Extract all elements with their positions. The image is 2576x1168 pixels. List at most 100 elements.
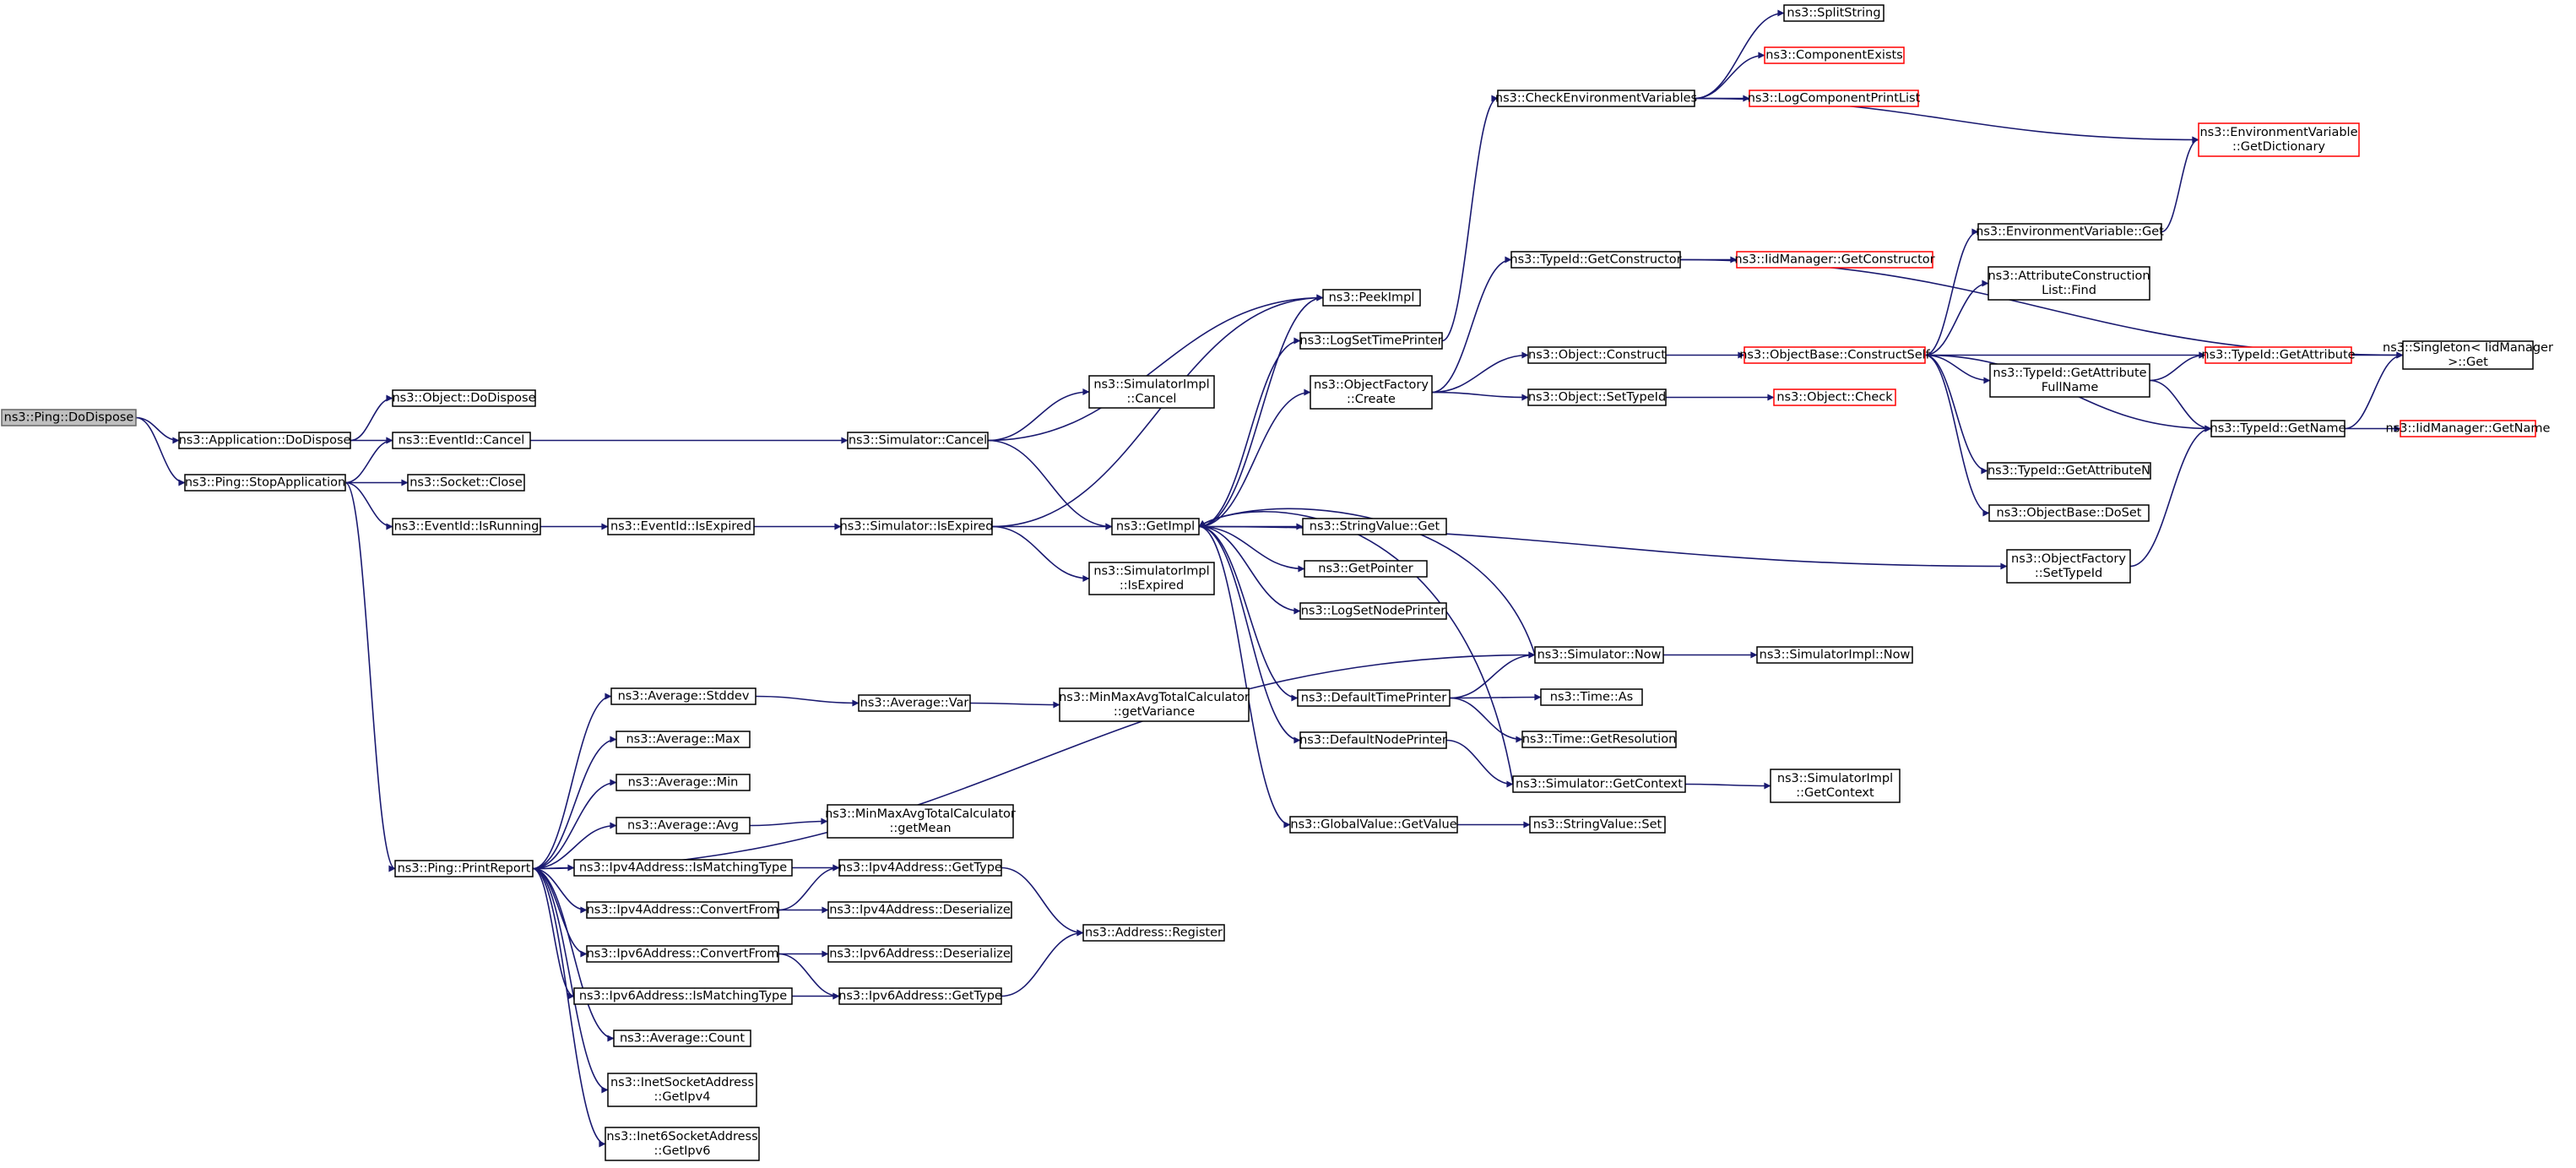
node-label: ns3::LogSetTimePrinter	[1299, 334, 1442, 348]
node-ipv6-deserialize[interactable]: ns3::Ipv6Address::Deserialize	[827, 945, 1012, 963]
node-addr-register[interactable]: ns3::Address::Register	[1082, 924, 1225, 942]
edge	[1198, 337, 1301, 528]
node-box	[607, 1073, 757, 1107]
edge	[532, 867, 588, 914]
node-typeid-getctor[interactable]: ns3::TypeId::GetConstructor	[1510, 251, 1682, 269]
node-minmax-getmean[interactable]: ns3::MinMaxAvgTotalCalculator::getMean	[825, 804, 1016, 839]
node-evt-isexpired[interactable]: ns3::EventId::IsExpired	[607, 518, 755, 535]
node-logcomplist[interactable]: ns3::LogComponentPrintList	[1748, 90, 1921, 107]
node-getimpl[interactable]: ns3::GetImpl	[1111, 518, 1200, 535]
node-ipv4-convertfrom[interactable]: ns3::Ipv4Address::ConvertFrom	[586, 901, 779, 919]
node-obj-dodispose[interactable]: ns3::Object::DoDispose	[392, 389, 536, 407]
node-box	[1756, 646, 1913, 664]
node-compexists[interactable]: ns3::ComponentExists	[1764, 46, 1905, 64]
node-minmax-getvar[interactable]: ns3::MinMaxAvgTotalCalculator::getVarian…	[1059, 687, 1250, 722]
edge-checkenv-to-compexists	[1694, 52, 1765, 100]
node-avg-count[interactable]: ns3::Average::Count	[613, 1029, 751, 1047]
edge-getimpl-to-logsettime	[1198, 337, 1301, 528]
node-typeid-getattr[interactable]: ns3::TypeId::GetAttribute	[2201, 346, 2356, 364]
node-box	[1082, 924, 1225, 942]
node-root[interactable]: ns3::Ping::DoDispose	[1, 409, 137, 426]
node-ipv4-gettype[interactable]: ns3::Ipv4Address::GetType	[838, 859, 1002, 877]
node-objfactory-create[interactable]: ns3::ObjectFactory::Create	[1310, 375, 1433, 410]
node-splitstring[interactable]: ns3::SplitString	[1783, 4, 1885, 22]
node-objfactory-settypeid[interactable]: ns3::ObjectFactory::SetTypeId	[2006, 549, 2131, 584]
node-label: ns3::SimulatorImpl	[1093, 565, 1209, 579]
edge	[1449, 651, 1536, 699]
node-defaulttime[interactable]: ns3::DefaultTimePrinter	[1297, 689, 1451, 707]
node-objbase-constructself[interactable]: ns3::ObjectBase::ConstructSelf	[1739, 346, 1931, 364]
node-time-as[interactable]: ns3::Time::As	[1540, 688, 1643, 706]
node-logsetnode[interactable]: ns3::LogSetNodePrinter	[1299, 602, 1447, 620]
node-ipv4-ismatching[interactable]: ns3::Ipv4Address::IsMatchingType	[573, 859, 793, 877]
node-label: ns3::Ipv6Address::Deserialize	[829, 948, 1011, 961]
node-typeid-getattrn[interactable]: ns3::TypeId::GetAttributeN	[1987, 462, 2151, 480]
edge	[2149, 379, 2212, 432]
edge-sim-isexpired-to-simimpl-isexpired	[991, 525, 1090, 582]
node-checkenv[interactable]: ns3::CheckEnvironmentVariables	[1495, 90, 1697, 107]
node-simimpl-now[interactable]: ns3::SimulatorImpl::Now	[1756, 646, 1913, 664]
node-avg-avg[interactable]: ns3::Average::Avg	[616, 817, 751, 834]
node-peekimpl[interactable]: ns3::PeekImpl	[1322, 289, 1421, 307]
node-box	[1736, 251, 1933, 269]
edge-sim-getcontext-to-simimpl-getcontext	[1684, 782, 1771, 790]
node-envvar-getdict[interactable]: ns3::EnvironmentVariable::GetDictionary	[2198, 122, 2360, 157]
node-time-getres[interactable]: ns3::Time::GetResolution	[1521, 731, 1677, 748]
node-obj-construct[interactable]: ns3::Object::Construct	[1527, 346, 1667, 364]
node-app-dodispose[interactable]: ns3::Application::DoDispose	[178, 432, 351, 449]
node-stringvalue-set[interactable]: ns3::StringValue::Set	[1529, 816, 1666, 834]
node-avg-max[interactable]: ns3::Average::Max	[616, 731, 751, 748]
nodes-layer: ns3::Ping::DoDisposens3::Application::Do…	[1, 4, 2553, 1161]
node-avg-stddev[interactable]: ns3::Average::Stddev	[610, 687, 757, 705]
node-sim-cancel[interactable]: ns3::Simulator::Cancel	[847, 432, 989, 449]
node-logsettime[interactable]: ns3::LogSetTimePrinter	[1299, 332, 1443, 350]
node-sim-getcontext[interactable]: ns3::Simulator::GetContext	[1512, 775, 1686, 793]
node-evt-isrunning[interactable]: ns3::EventId::IsRunning	[392, 518, 541, 535]
node-ipv6-ismatching[interactable]: ns3::Ipv6Address::IsMatchingType	[573, 987, 793, 1005]
node-envvar-get[interactable]: ns3::EnvironmentVariable::Get	[1976, 223, 2164, 241]
edge-printreport-to-inet6sock-getipv6	[532, 867, 606, 1148]
node-getpointer[interactable]: ns3::GetPointer	[1304, 560, 1428, 578]
node-label: ::getVariance	[1114, 705, 1195, 719]
node-inetsock-getipv4[interactable]: ns3::InetSocketAddress::GetIpv4	[607, 1073, 757, 1107]
node-stopapp[interactable]: ns3::Ping::StopApplication	[184, 474, 346, 492]
node-ipv4-deserialize[interactable]: ns3::Ipv4Address::Deserialize	[827, 901, 1012, 919]
edge-getimpl-to-objfactory-create	[1198, 388, 1311, 528]
edge-objbase-constructself-to-attrconstr-find	[1924, 280, 1989, 356]
node-obj-check[interactable]: ns3::Object::Check	[1773, 388, 1896, 406]
node-label: ns3::Ipv4Address::ConvertFrom	[587, 904, 779, 917]
node-iidmgr-getctor[interactable]: ns3::IidManager::GetConstructor	[1734, 251, 1935, 269]
node-label: ::Create	[1347, 393, 1396, 406]
node-typeid-getname[interactable]: ns3::TypeId::GetName	[2210, 420, 2346, 437]
node-box	[394, 860, 534, 877]
node-evt-cancel[interactable]: ns3::EventId::Cancel	[392, 432, 531, 449]
node-label: ns3::TypeId::GetAttribute	[2201, 349, 2355, 362]
node-ipv6-convertfrom[interactable]: ns3::Ipv6Address::ConvertFrom	[586, 945, 779, 963]
node-sim-isexpired[interactable]: ns3::Simulator::IsExpired	[840, 518, 994, 535]
node-label: ns3::Ping::PrintReport	[398, 862, 531, 876]
node-avg-min[interactable]: ns3::Average::Min	[616, 774, 751, 791]
node-avg-var[interactable]: ns3::Average::Var	[858, 694, 971, 712]
node-box	[1764, 46, 1905, 64]
node-stringvalue-get[interactable]: ns3::StringValue::Get	[1302, 518, 1447, 535]
node-simimpl-isexpired[interactable]: ns3::SimulatorImpl::IsExpired	[1088, 562, 1215, 595]
node-sock-close[interactable]: ns3::Socket::Close	[407, 474, 525, 492]
node-singleton-get[interactable]: ns3::Singleton< IidManager>::Get	[2383, 340, 2553, 370]
node-printreport[interactable]: ns3::Ping::PrintReport	[394, 860, 534, 877]
node-globalvalue-get[interactable]: ns3::GlobalValue::GetValue	[1289, 816, 1458, 834]
edges-layer	[135, 9, 2404, 1148]
node-simimpl-getcontext[interactable]: ns3::SimulatorImpl::GetContext	[1770, 769, 1901, 803]
node-simimpl-cancel[interactable]: ns3::SimulatorImpl::Cancel	[1088, 375, 1215, 409]
node-ipv6-gettype[interactable]: ns3::Ipv6Address::GetType	[838, 987, 1002, 1005]
node-defaultnode[interactable]: ns3::DefaultNodePrinter	[1299, 731, 1447, 749]
node-objbase-doset[interactable]: ns3::ObjectBase::DoSet	[1988, 504, 2150, 522]
node-iidmgr-getname[interactable]: ns3::IidManager::GetName	[2386, 420, 2551, 437]
node-obj-settypeid[interactable]: ns3::Object::SetTypeId	[1527, 388, 1667, 406]
node-sim-now[interactable]: ns3::Simulator::Now	[1534, 646, 1664, 664]
edge	[991, 525, 1090, 582]
node-inet6sock-getipv6[interactable]: ns3::Inet6SocketAddress::GetIpv6	[605, 1127, 760, 1161]
node-box	[607, 518, 755, 535]
node-box	[392, 389, 536, 407]
